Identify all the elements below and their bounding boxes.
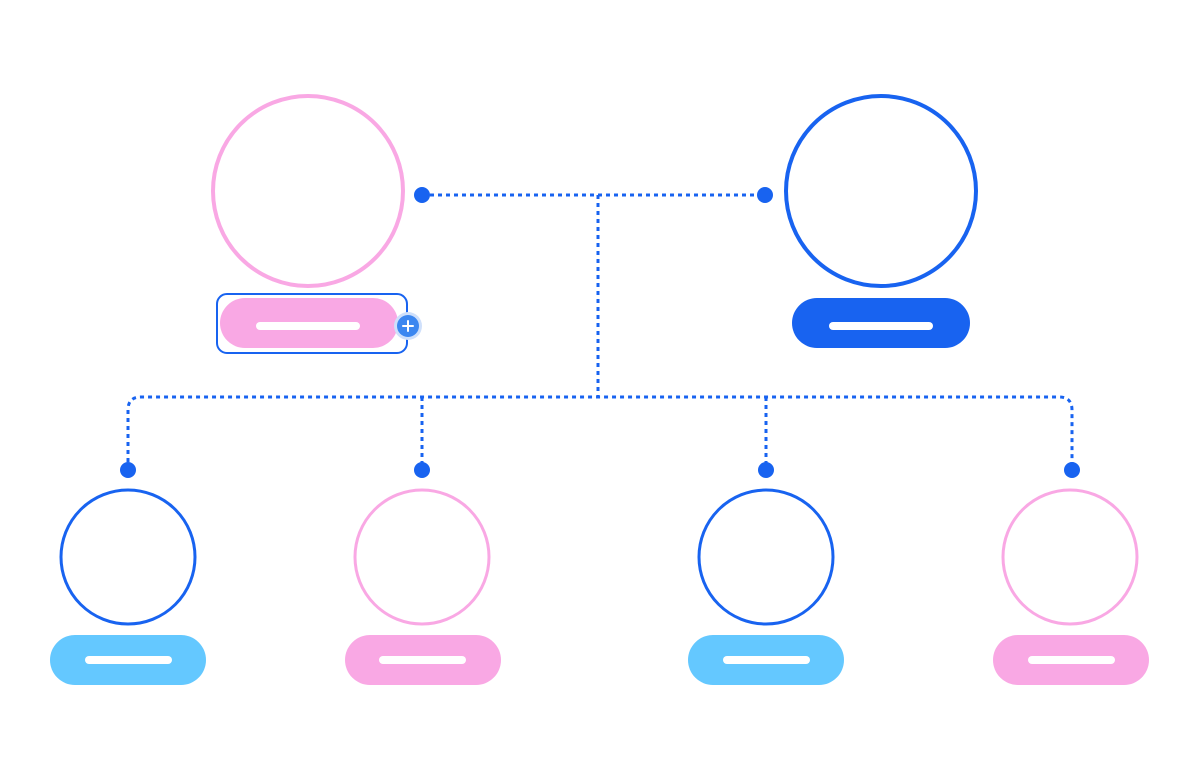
name-placeholder-line [379, 656, 466, 664]
name-placeholder-line [85, 656, 172, 664]
member-parent-1[interactable] [211, 94, 422, 354]
connector-dot [414, 462, 430, 478]
member-child-3[interactable] [688, 488, 844, 685]
name-placeholder-line [256, 322, 360, 330]
name-placeholder-line [1028, 656, 1115, 664]
connector-dot [758, 462, 774, 478]
plus-icon [402, 320, 414, 332]
connectors [120, 187, 1080, 478]
avatar-outline[interactable] [1001, 488, 1139, 626]
avatar-outline[interactable] [784, 94, 978, 288]
name-placeholder-line [829, 322, 933, 330]
connector-dot [757, 187, 773, 203]
member-child-4[interactable] [993, 488, 1149, 685]
member-child-2[interactable] [345, 488, 501, 685]
avatar-outline[interactable] [211, 94, 405, 288]
connector-dot [1064, 462, 1080, 478]
avatar-outline[interactable] [697, 488, 835, 626]
connector-dot [414, 187, 430, 203]
member-child-1[interactable] [50, 488, 206, 685]
children-bus [126, 395, 1074, 470]
member-parent-2[interactable] [784, 94, 978, 348]
name-placeholder-line [723, 656, 810, 664]
add-member-button[interactable] [394, 312, 422, 340]
avatar-outline[interactable] [59, 488, 197, 626]
connector-dot [120, 462, 136, 478]
avatar-outline[interactable] [353, 488, 491, 626]
